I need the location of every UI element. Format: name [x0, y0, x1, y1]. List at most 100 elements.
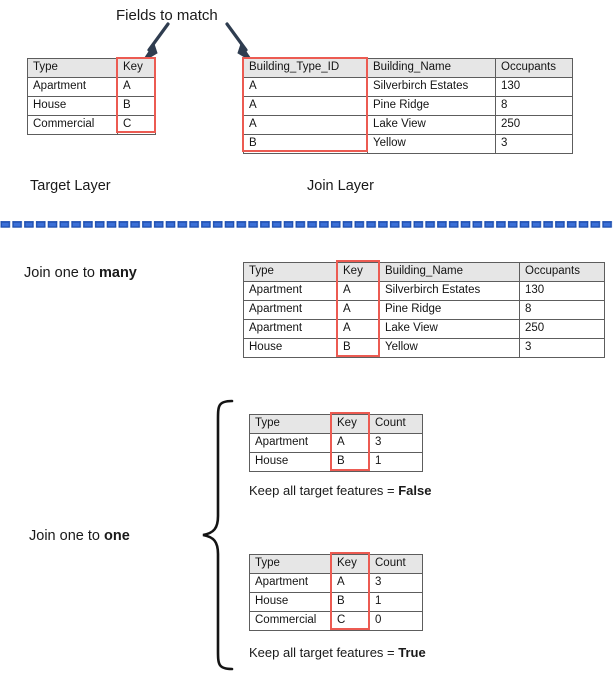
cell-count: 1 [369, 452, 423, 472]
column-header-type: Type [243, 262, 338, 282]
cell-occupants: 8 [519, 300, 605, 320]
table-row: Apartment A 3 [249, 433, 423, 453]
cell-key: B [337, 338, 380, 358]
table-row: Apartment A Lake View 250 [243, 319, 605, 339]
one-to-one-true-table: Type Key Count Apartment A 3 House B 1 C… [249, 554, 423, 631]
cell-key: A [337, 319, 380, 339]
table-row: House B 1 [249, 592, 423, 612]
cell-building-name: Yellow [379, 338, 520, 358]
table-header-row: Type Key [27, 58, 156, 78]
cell-type: Commercial [249, 611, 332, 631]
cell-occupants: 250 [495, 115, 573, 135]
curly-brace-icon [202, 399, 234, 671]
column-header-occupants: Occupants [519, 262, 605, 282]
cell-building-type-id: B [243, 134, 368, 154]
cell-count: 0 [369, 611, 423, 631]
keep-false-prefix: Keep all target features = [249, 483, 399, 498]
cell-building-name: Yellow [367, 134, 496, 154]
one-to-one-true-table-wrap: Type Key Count Apartment A 3 House B 1 C… [249, 552, 423, 631]
cell-occupants: 3 [519, 338, 605, 358]
table-row: House B [27, 96, 156, 116]
target-layer-label: Target Layer [30, 178, 111, 194]
cell-key: C [331, 611, 370, 631]
cell-building-name: Silverbirch Estates [367, 77, 496, 97]
join-one-to-one-label: Join one to one [29, 528, 130, 544]
column-header-key: Key [117, 58, 156, 78]
column-header-type: Type [27, 58, 118, 78]
column-header-type: Type [249, 554, 332, 574]
column-header-key: Key [331, 554, 370, 574]
join-layer-table: Building_Type_ID Building_Name Occupants… [243, 58, 573, 154]
keep-all-target-features-false: Keep all target features = False [249, 483, 431, 498]
table-row: Apartment A [27, 77, 156, 97]
cell-type: House [27, 96, 118, 116]
cell-key: B [331, 452, 370, 472]
cell-key: A [337, 281, 380, 301]
join-layer-table-wrap: Building_Type_ID Building_Name Occupants… [242, 57, 573, 154]
keep-true-prefix: Keep all target features = [249, 645, 399, 660]
column-header-building-name: Building_Name [379, 262, 520, 282]
cell-occupants: 8 [495, 96, 573, 116]
cell-count: 3 [369, 433, 423, 453]
join-one-to-one-prefix: Join one to [29, 528, 104, 544]
column-header-building-name: Building_Name [367, 58, 496, 78]
column-header-type: Type [249, 414, 332, 434]
one-to-many-table-wrap: Type Key Building_Name Occupants Apartme… [243, 260, 605, 358]
cell-type: Apartment [249, 573, 332, 593]
table-row: B Yellow 3 [243, 134, 573, 154]
cell-key: A [331, 573, 370, 593]
column-header-occupants: Occupants [495, 58, 573, 78]
join-one-to-many-label: Join one to many [24, 265, 137, 281]
cell-type: House [249, 592, 332, 612]
cell-type: Apartment [27, 77, 118, 97]
fields-to-match-caption: Fields to match [116, 7, 218, 24]
cell-key: B [117, 96, 156, 116]
table-row: Apartment A Silverbirch Estates 130 [243, 281, 605, 301]
table-header-row: Type Key Building_Name Occupants [243, 262, 605, 282]
column-header-key: Key [331, 414, 370, 434]
column-header-count: Count [369, 554, 423, 574]
cell-key: A [331, 433, 370, 453]
column-header-key: Key [337, 262, 380, 282]
table-header-row: Type Key Count [249, 414, 423, 434]
cell-building-name: Lake View [367, 115, 496, 135]
table-row: A Pine Ridge 8 [243, 96, 573, 116]
table-row: A Silverbirch Estates 130 [243, 77, 573, 97]
cell-type: House [249, 452, 332, 472]
join-one-to-one-bold: one [103, 528, 130, 544]
cell-occupants: 130 [495, 77, 573, 97]
cell-key: A [117, 77, 156, 97]
cell-building-type-id: A [243, 96, 368, 116]
join-one-to-many-prefix: Join one to [24, 265, 99, 281]
table-header-row: Building_Type_ID Building_Name Occupants [243, 58, 573, 78]
table-header-row: Type Key Count [249, 554, 423, 574]
cell-occupants: 3 [495, 134, 573, 154]
table-row: Apartment A Pine Ridge 8 [243, 300, 605, 320]
cell-building-name: Silverbirch Estates [379, 281, 520, 301]
cell-type: Apartment [243, 319, 338, 339]
one-to-many-table: Type Key Building_Name Occupants Apartme… [243, 262, 605, 358]
column-header-count: Count [369, 414, 423, 434]
cell-key: B [331, 592, 370, 612]
cell-type: House [243, 338, 338, 358]
table-row: House B Yellow 3 [243, 338, 605, 358]
cell-building-name: Pine Ridge [379, 300, 520, 320]
table-row: A Lake View 250 [243, 115, 573, 135]
cell-type: Apartment [243, 300, 338, 320]
cell-type: Commercial [27, 115, 118, 135]
keep-all-target-features-true: Keep all target features = True [249, 645, 426, 660]
cell-building-type-id: A [243, 115, 368, 135]
table-row: House B 1 [249, 452, 423, 472]
join-one-to-many-bold: many [98, 265, 137, 281]
table-row: Apartment A 3 [249, 573, 423, 593]
target-layer-table: Type Key Apartment A House B Commercial … [27, 58, 156, 135]
column-header-building-type-id: Building_Type_ID [243, 58, 368, 78]
target-layer-table-wrap: Type Key Apartment A House B Commercial … [27, 57, 156, 135]
cell-count: 1 [369, 592, 423, 612]
cell-type: Apartment [243, 281, 338, 301]
dashed-divider-icon [0, 219, 613, 230]
keep-false-value: False [398, 483, 432, 498]
table-row: Commercial C [27, 115, 156, 135]
cell-occupants: 130 [519, 281, 605, 301]
cell-key: C [117, 115, 156, 135]
